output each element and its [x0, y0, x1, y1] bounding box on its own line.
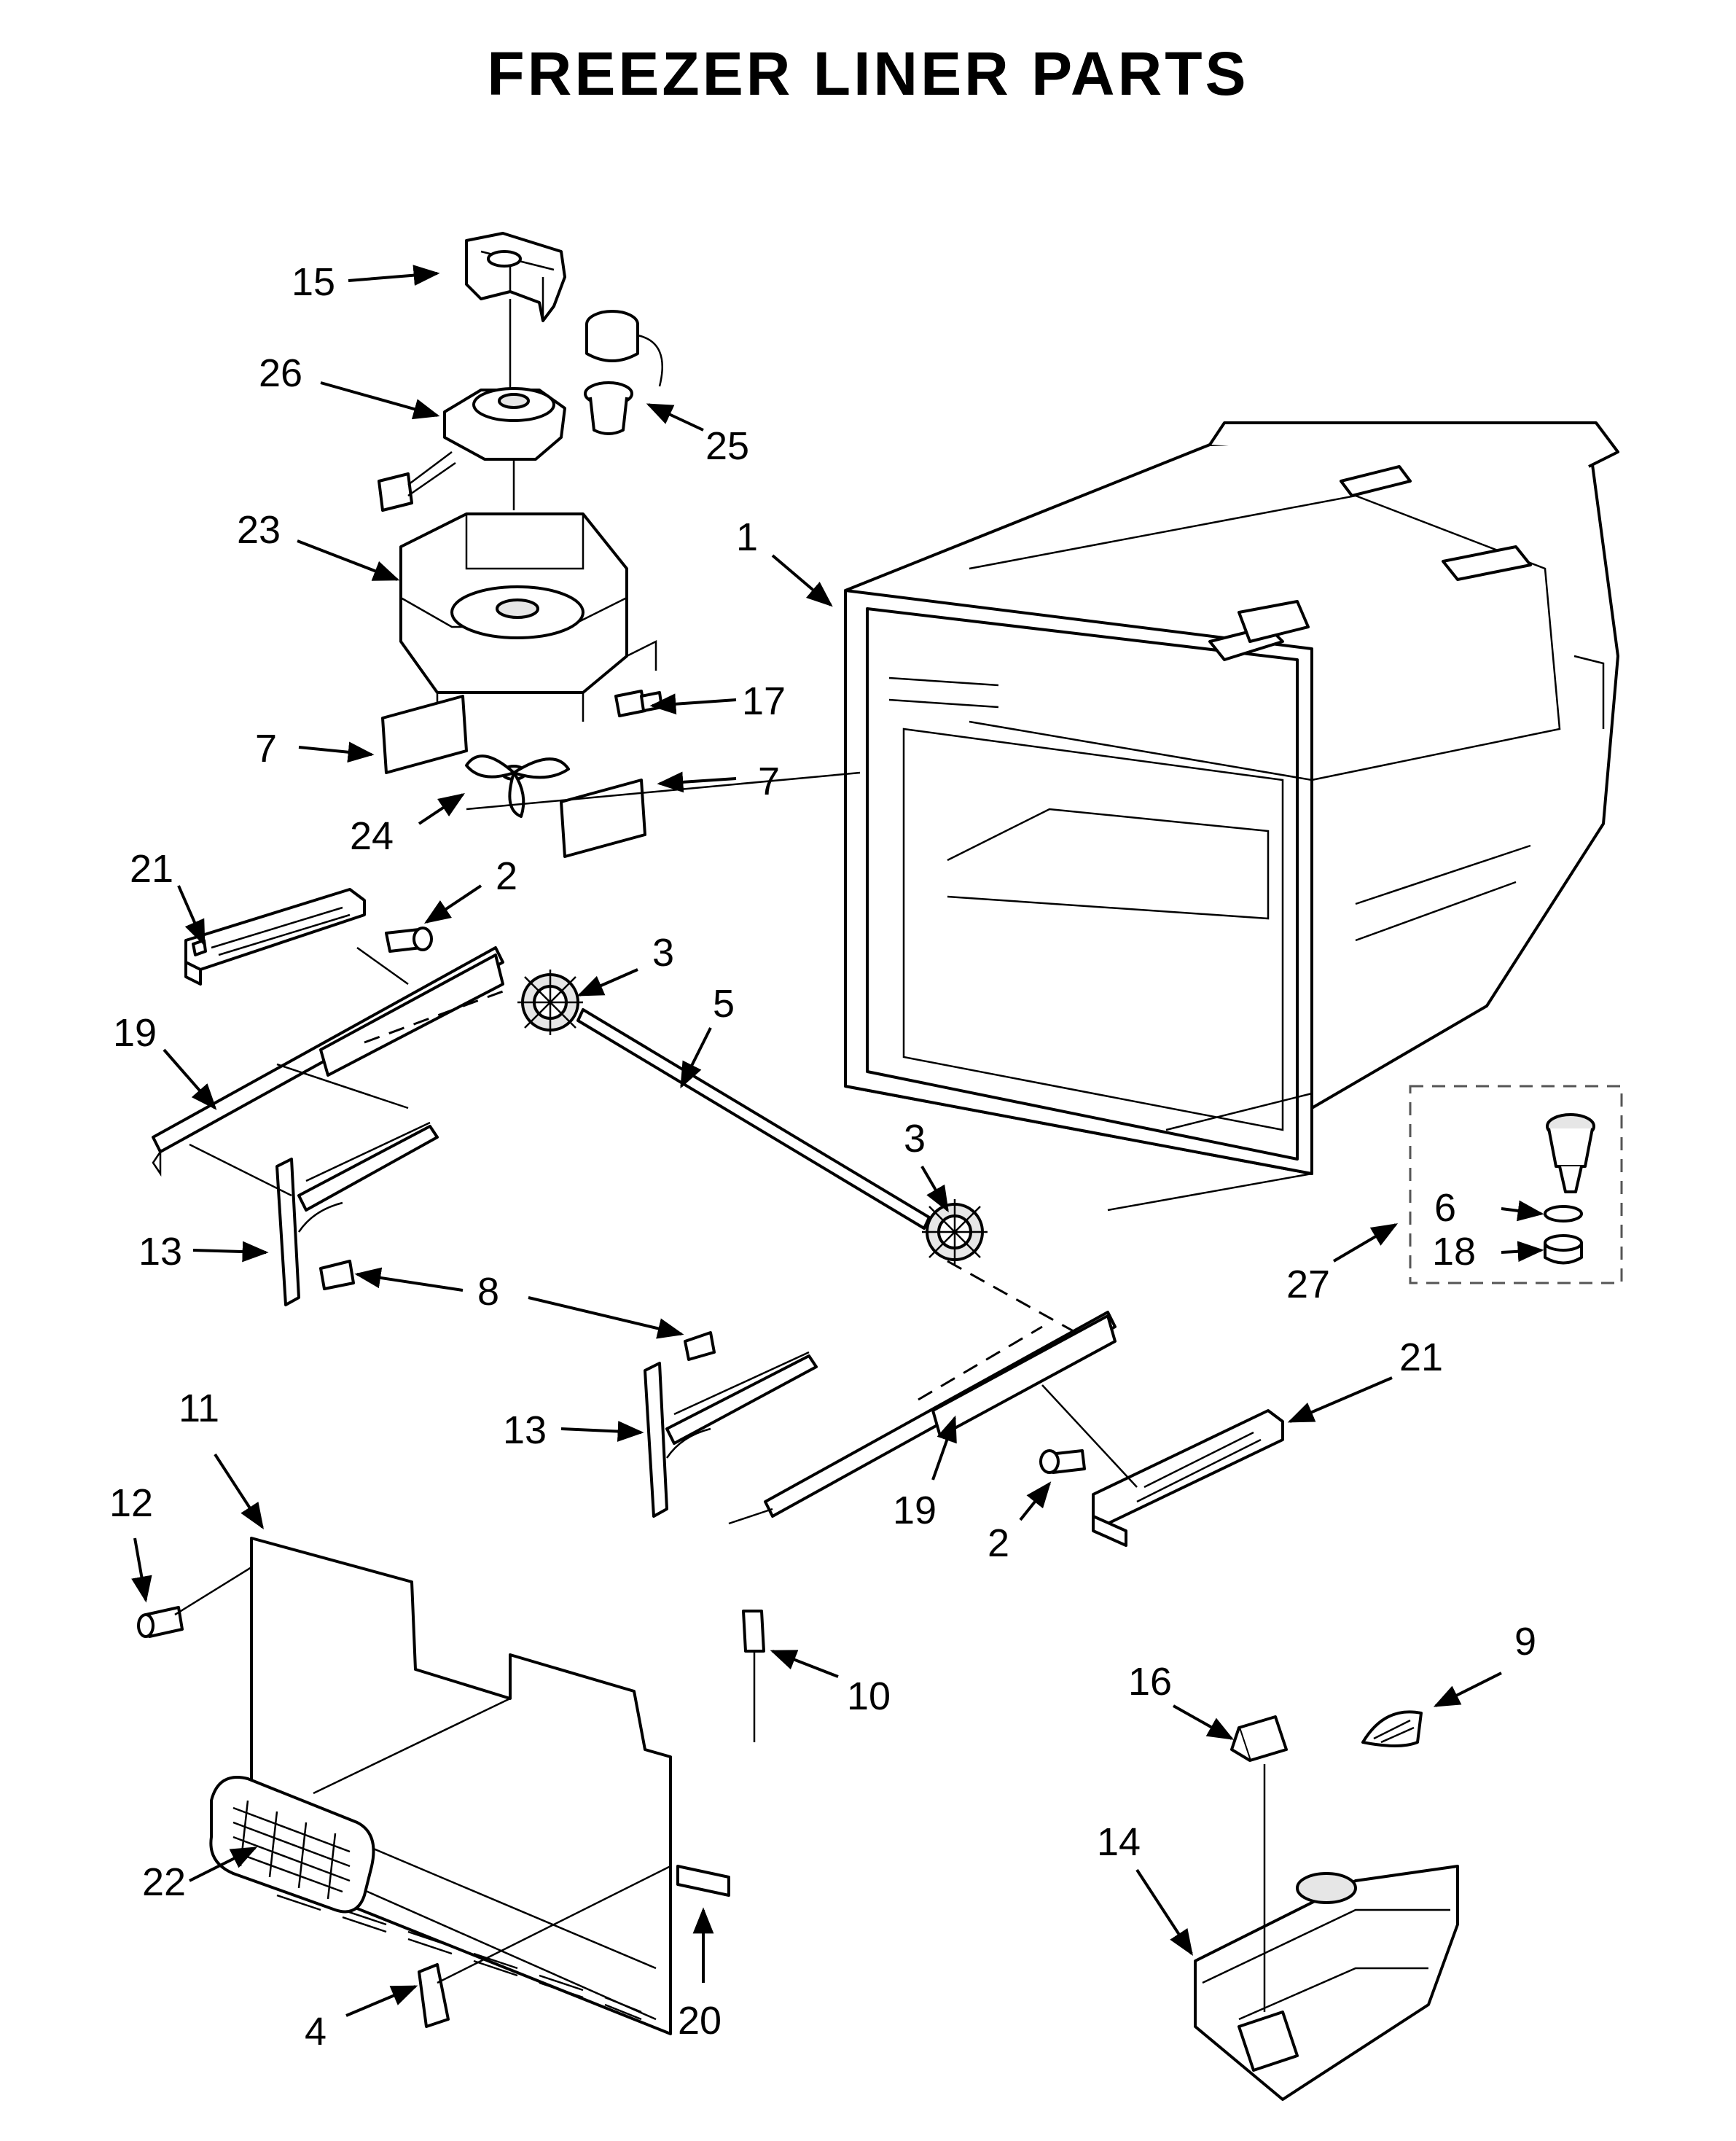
- callout-23: 23: [237, 508, 281, 552]
- part-3-gear-right: [922, 1199, 988, 1265]
- part-9-knob: [1361, 1710, 1423, 1747]
- part-13-rail-support-left: [275, 1121, 439, 1306]
- callout-17: 17: [742, 679, 786, 723]
- callout-7-right: 7: [758, 760, 780, 803]
- callout-18: 18: [1432, 1230, 1476, 1274]
- part-2-screw-left: [385, 927, 433, 953]
- callout-19-left: 19: [113, 1011, 157, 1055]
- callout-labels: 15 26 25 23 1 17 7 7 24 21 2 3 5 19 3 6 …: [109, 260, 1536, 2054]
- part-2-screw-right: [1039, 1449, 1086, 1474]
- callout-11: 11: [179, 1387, 219, 1430]
- callout-7-left: 7: [255, 727, 277, 771]
- part-8-screw-right: [684, 1331, 716, 1361]
- part-15-motor-bracket: [465, 232, 566, 394]
- part-1-freezer-liner: [844, 421, 1619, 1175]
- callout-2-right: 2: [988, 1521, 1009, 1565]
- callout-13-right: 13: [503, 1408, 547, 1452]
- callout-3-left: 3: [652, 931, 674, 975]
- part-19-slide-rail-left: [152, 946, 504, 1177]
- part-13-rail-support-right: [644, 1351, 818, 1518]
- callout-9: 9: [1514, 1620, 1536, 1664]
- part-22-return-grille: [209, 1776, 375, 1914]
- callout-12: 12: [109, 1481, 153, 1525]
- part-5-connecting-rod: [576, 1008, 931, 1230]
- part-12-screw: [137, 1606, 184, 1638]
- callout-21-left: 21: [130, 847, 173, 891]
- part-7-foam-pad-left: [381, 695, 468, 774]
- part-19-slide-rail-right: [764, 1311, 1117, 1518]
- part-7-foam-pad-right: [560, 779, 646, 858]
- part-20-foam-strip: [676, 1865, 730, 1897]
- part-25-fan-motor-mount: [584, 310, 663, 435]
- part-14-bin-tray: [1194, 1764, 1459, 2101]
- part-23-fan-shroud: [399, 512, 657, 722]
- part-8-screw-left: [319, 1260, 355, 1290]
- callout-13-left: 13: [138, 1230, 182, 1274]
- callout-26: 26: [259, 351, 302, 395]
- callout-24: 24: [350, 814, 394, 858]
- callout-21-right: 21: [1399, 1335, 1443, 1379]
- callout-16: 16: [1128, 1660, 1172, 1704]
- part-16-switch: [1230, 1715, 1288, 1762]
- part-3-gear-left: [517, 970, 583, 1035]
- part-4-clip: [418, 1963, 450, 2028]
- callout-25: 25: [705, 424, 749, 468]
- page-title: FREEZER LINER PARTS: [487, 39, 1248, 108]
- leader-arrows: [131, 265, 1544, 2017]
- part-11-evaporator-cover: [250, 1537, 672, 2035]
- part-21-rail-bracket-right: [1092, 1409, 1284, 1547]
- callout-8: 8: [477, 1270, 499, 1314]
- callout-19-right: 19: [893, 1489, 937, 1532]
- part-21-rail-bracket-left: [184, 888, 366, 986]
- callout-22: 22: [142, 1860, 186, 1904]
- callout-5: 5: [713, 982, 735, 1026]
- part-24-fan-blade: [465, 754, 570, 818]
- callout-14: 14: [1097, 1820, 1141, 1864]
- callout-15: 15: [292, 260, 335, 304]
- part-27-drain-assembly: [1409, 1085, 1623, 1284]
- callout-1: 1: [736, 515, 758, 559]
- callout-3-right: 3: [904, 1117, 926, 1161]
- callout-6: 6: [1434, 1186, 1456, 1230]
- callout-4: 4: [305, 2010, 327, 2054]
- part-10-thermistor: [742, 1610, 765, 1742]
- part-17-screw: [614, 690, 663, 717]
- callout-10: 10: [847, 1674, 891, 1718]
- callout-2-left: 2: [496, 854, 517, 898]
- callout-20: 20: [678, 1999, 722, 2043]
- callout-27: 27: [1286, 1263, 1330, 1306]
- part-26-fan-motor: [378, 387, 566, 512]
